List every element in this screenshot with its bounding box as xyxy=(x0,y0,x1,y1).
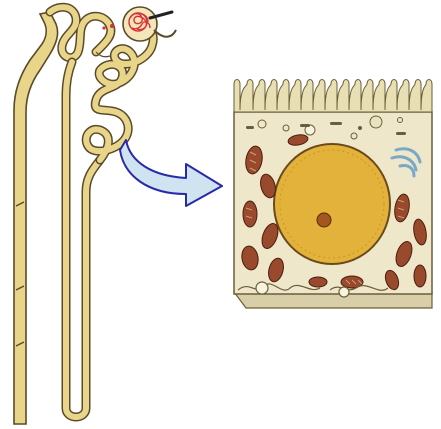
collecting-duct xyxy=(14,12,58,424)
tubule-cell xyxy=(234,80,432,309)
nucleolus xyxy=(317,213,331,227)
loop-of-henle xyxy=(66,62,100,417)
nucleus xyxy=(274,144,390,264)
brush-border-microvilli xyxy=(234,80,432,113)
magnification-arrow xyxy=(120,140,222,206)
distal-convoluted-tubule xyxy=(50,7,111,57)
nephron xyxy=(14,7,176,424)
bowmans-capsule xyxy=(123,7,157,41)
